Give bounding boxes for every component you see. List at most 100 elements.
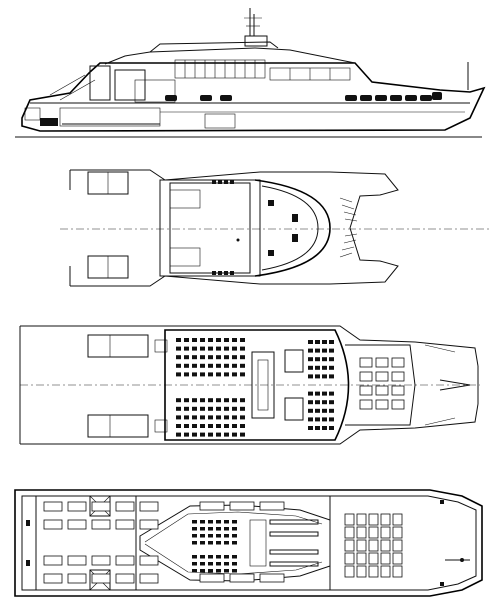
seat bbox=[192, 569, 197, 573]
seat bbox=[240, 415, 245, 420]
seat bbox=[208, 372, 213, 377]
seat bbox=[224, 555, 229, 559]
upper-outline-top bbox=[70, 169, 399, 229]
car bbox=[67, 501, 87, 512]
lower-saloon-seats bbox=[192, 520, 237, 573]
pass-outline-bottom bbox=[20, 403, 479, 445]
seat bbox=[322, 357, 327, 362]
lounge-seat bbox=[391, 385, 405, 396]
seat bbox=[208, 569, 213, 573]
aft-room-stbd bbox=[87, 414, 149, 438]
upper-deck-inner bbox=[169, 182, 251, 274]
hull-outline bbox=[21, 62, 486, 132]
seat bbox=[308, 348, 313, 353]
seat bbox=[322, 391, 327, 396]
seat bbox=[208, 406, 213, 411]
saloon-seats-aft bbox=[176, 338, 245, 437]
seat bbox=[184, 432, 189, 437]
vehicle bbox=[356, 539, 367, 552]
seat bbox=[184, 346, 189, 351]
seat bbox=[184, 406, 189, 411]
seat bbox=[329, 365, 334, 370]
seat bbox=[322, 340, 327, 344]
seat bbox=[184, 415, 189, 420]
stair-port bbox=[284, 349, 304, 373]
seat bbox=[224, 355, 229, 360]
vehicle bbox=[368, 539, 379, 552]
seat bbox=[308, 374, 313, 379]
seat bbox=[208, 534, 213, 538]
seat bbox=[208, 555, 213, 559]
window-row bbox=[174, 59, 351, 81]
seat bbox=[216, 355, 221, 360]
seat bbox=[192, 415, 197, 420]
seat bbox=[232, 520, 237, 524]
car bbox=[115, 573, 135, 584]
seat bbox=[240, 432, 245, 437]
seat bbox=[329, 391, 334, 396]
seat bbox=[315, 426, 320, 430]
seat bbox=[224, 372, 229, 377]
seat bbox=[192, 562, 197, 566]
car bbox=[91, 555, 111, 566]
side-elevation bbox=[15, 8, 486, 138]
seat bbox=[322, 365, 327, 370]
seat bbox=[224, 424, 229, 428]
upper-outline-bottom bbox=[70, 227, 399, 287]
bow-louvers bbox=[339, 197, 358, 258]
car bbox=[115, 555, 135, 566]
seat bbox=[232, 363, 237, 368]
upper-room-b bbox=[169, 247, 201, 267]
seat bbox=[184, 355, 189, 360]
car bbox=[67, 555, 87, 566]
seat bbox=[192, 338, 197, 342]
seat bbox=[184, 398, 189, 403]
seat bbox=[232, 346, 237, 351]
seat bbox=[192, 432, 197, 437]
seat bbox=[224, 398, 229, 403]
stern-jets bbox=[24, 107, 160, 126]
seat bbox=[176, 424, 181, 428]
seat bbox=[208, 363, 213, 368]
upper-deck-area bbox=[159, 179, 261, 277]
seat bbox=[208, 398, 213, 403]
central-kiosk bbox=[251, 351, 275, 419]
vehicle bbox=[368, 565, 379, 578]
seat bbox=[216, 338, 221, 342]
seat bbox=[322, 374, 327, 379]
car bbox=[139, 519, 159, 530]
car bbox=[91, 573, 111, 584]
seat bbox=[200, 534, 205, 538]
vehicle bbox=[380, 565, 391, 578]
seat bbox=[200, 406, 205, 411]
stair-stbd bbox=[284, 397, 304, 421]
seat bbox=[329, 417, 334, 422]
seat bbox=[176, 338, 181, 342]
seat bbox=[192, 372, 197, 377]
seat bbox=[224, 527, 229, 531]
vehicle bbox=[344, 526, 355, 539]
seat bbox=[208, 346, 213, 351]
seat bbox=[200, 520, 205, 524]
seat bbox=[308, 391, 313, 396]
seat bbox=[208, 562, 213, 566]
vehicle bbox=[356, 513, 367, 526]
seat bbox=[315, 417, 320, 422]
seat bbox=[232, 562, 237, 566]
vehicle bbox=[392, 513, 403, 526]
seat bbox=[216, 555, 221, 559]
seat bbox=[232, 555, 237, 559]
seat bbox=[192, 541, 197, 545]
lounge-seat bbox=[391, 357, 405, 368]
seat bbox=[192, 346, 197, 351]
seat bbox=[224, 406, 229, 411]
seat bbox=[176, 355, 181, 360]
lounge-seat bbox=[391, 371, 405, 382]
seat bbox=[216, 398, 221, 403]
seat bbox=[200, 355, 205, 360]
seat bbox=[308, 400, 313, 405]
car-deck-plan bbox=[14, 489, 483, 597]
superstructure-roof bbox=[104, 47, 356, 65]
